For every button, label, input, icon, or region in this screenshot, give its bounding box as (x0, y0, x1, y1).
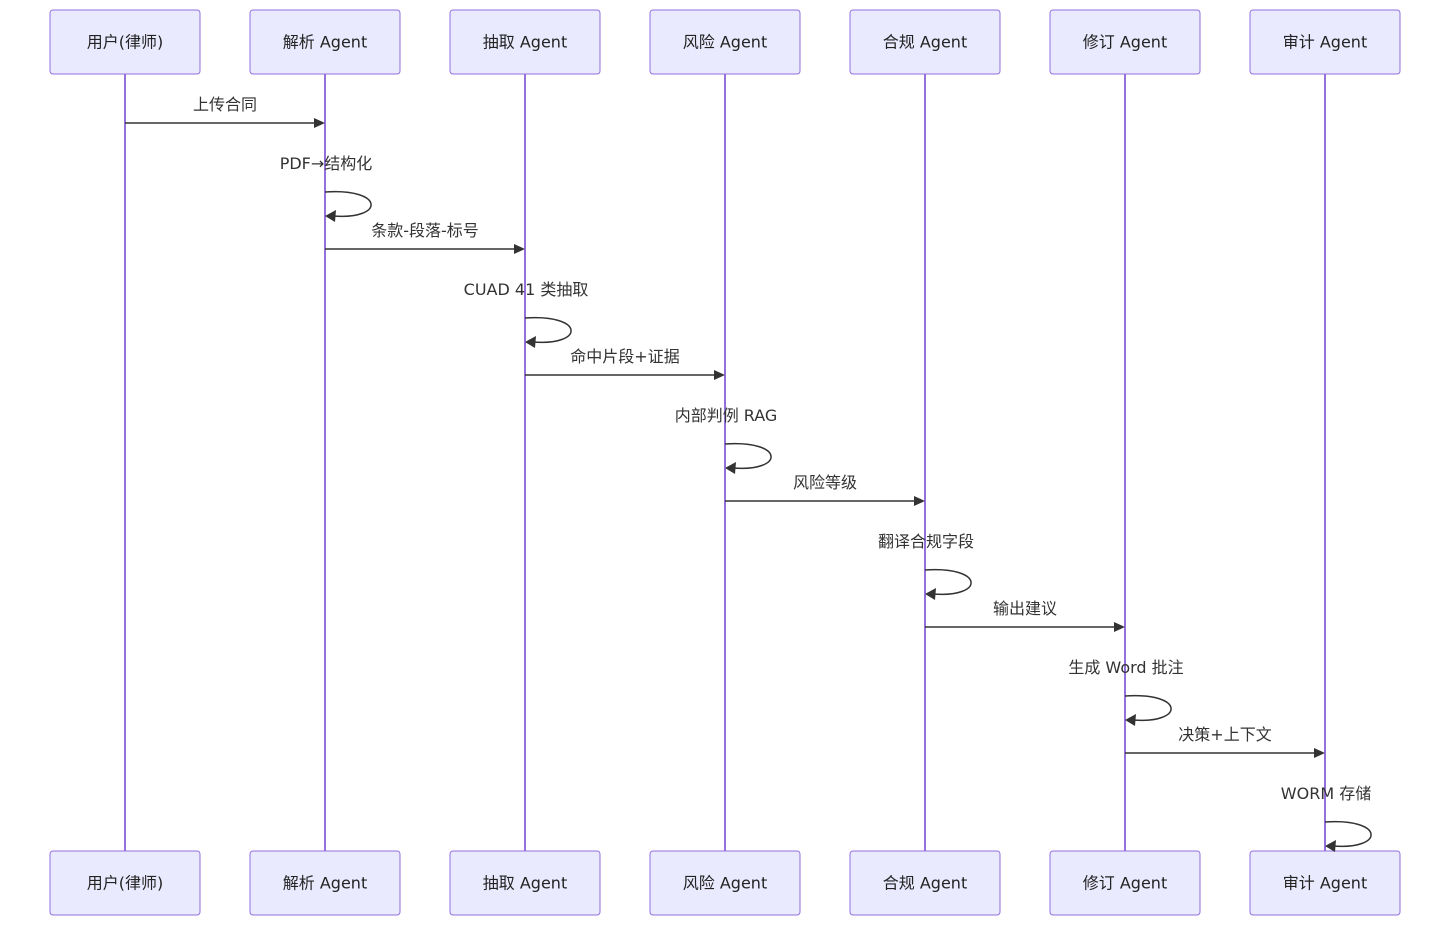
actor-audit-bottom: 审计 Agent (1249, 850, 1401, 916)
actor-label: 抽取 Agent (483, 874, 567, 893)
actor-extract-bottom: 抽取 Agent (449, 850, 601, 916)
message-line (524, 316, 572, 344)
message-label: PDF→结构化 (280, 154, 373, 173)
actor-label: 修订 Agent (1083, 874, 1167, 893)
message-label: 上传合同 (193, 95, 257, 114)
self-message: WORM 存储 (1281, 784, 1372, 852)
self-message: PDF→结构化 (280, 154, 373, 222)
actor-label: 合规 Agent (883, 874, 967, 893)
message-label: 条款-段落-标号 (371, 221, 479, 240)
arrowhead-icon (1125, 714, 1136, 726)
message-label: WORM 存储 (1281, 784, 1371, 803)
message-line (1124, 694, 1172, 722)
arrowhead-icon (914, 496, 925, 506)
actor-box (1049, 850, 1201, 916)
actor-box (249, 850, 401, 916)
actors-bottom: 用户(律师) 解析 Agent 抽取 Agent 风险 Agent 合规 Agent 修订… (49, 850, 1401, 916)
message: 条款-段落-标号 (325, 221, 525, 254)
self-message: CUAD 41 类抽取 (464, 280, 589, 348)
message: 风险等级 (725, 473, 925, 506)
self-message: 内部判例 RAG (675, 406, 778, 474)
message: 决策+上下文 (1125, 725, 1325, 758)
message-label: 风险等级 (793, 473, 857, 492)
actor-box (649, 850, 801, 916)
message: 命中片段+证据 (525, 347, 725, 380)
message-label: 决策+上下文 (1178, 725, 1271, 744)
actor-audit-top: 审计 Agent (1249, 9, 1401, 75)
actor-parse-bottom: 解析 Agent (249, 850, 401, 916)
arrowhead-icon (525, 336, 536, 348)
actor-box (449, 9, 601, 75)
actor-user-top: 用户(律师) (49, 9, 201, 75)
actor-user-bottom: 用户(律师) (49, 850, 201, 916)
actor-risk-top: 风险 Agent (649, 9, 801, 75)
message: 上传合同 (125, 95, 325, 128)
actor-label: 解析 Agent (283, 33, 367, 52)
actor-label: 修订 Agent (1083, 33, 1167, 52)
actor-box (49, 850, 201, 916)
arrowhead-icon (714, 370, 725, 380)
actor-box (449, 850, 601, 916)
actor-label: 审计 Agent (1283, 33, 1367, 52)
actor-box (49, 9, 201, 75)
actor-label: 用户(律师) (87, 874, 164, 893)
actor-label: 解析 Agent (283, 874, 367, 893)
arrowhead-icon (1114, 622, 1125, 632)
message-label: 命中片段+证据 (570, 347, 679, 366)
arrowhead-icon (925, 588, 936, 600)
message-line (1324, 820, 1372, 848)
actors-top: 用户(律师) 解析 Agent 抽取 Agent 风险 Agent 合规 Agent 修订… (49, 9, 1401, 75)
message-label: CUAD 41 类抽取 (464, 280, 589, 299)
message-label: 生成 Word 批注 (1068, 658, 1183, 677)
actor-label: 风险 Agent (683, 874, 767, 893)
message-label: 内部判例 RAG (675, 406, 778, 425)
actor-label: 风险 Agent (683, 33, 767, 52)
message-line (324, 190, 372, 218)
actor-compliance-top: 合规 Agent (849, 9, 1001, 75)
arrowhead-icon (514, 244, 525, 254)
actor-box (849, 850, 1001, 916)
actor-label: 抽取 Agent (483, 33, 567, 52)
actor-box (1249, 9, 1401, 75)
arrowhead-icon (1314, 748, 1325, 758)
actor-compliance-bottom: 合规 Agent (849, 850, 1001, 916)
self-message: 翻译合规字段 (878, 532, 974, 600)
arrowhead-icon (314, 118, 325, 128)
actor-extract-top: 抽取 Agent (449, 9, 601, 75)
actor-box (849, 9, 1001, 75)
actor-box (249, 9, 401, 75)
message-line (724, 442, 772, 470)
arrowhead-icon (325, 210, 336, 222)
message-label: 翻译合规字段 (878, 532, 974, 551)
actor-parse-top: 解析 Agent (249, 9, 401, 75)
actor-revise-top: 修订 Agent (1049, 9, 1201, 75)
message-label: 输出建议 (993, 599, 1057, 618)
message: 输出建议 (925, 599, 1125, 632)
arrowhead-icon (1325, 840, 1336, 852)
message-line (924, 568, 972, 596)
actor-risk-bottom: 风险 Agent (649, 850, 801, 916)
actor-box (1249, 850, 1401, 916)
lifelines (124, 74, 1326, 851)
actor-revise-bottom: 修订 Agent (1049, 850, 1201, 916)
self-message: 生成 Word 批注 (1068, 658, 1184, 726)
actor-label: 用户(律师) (87, 33, 164, 52)
arrowhead-icon (725, 462, 736, 474)
actor-label: 审计 Agent (1283, 874, 1367, 893)
actor-label: 合规 Agent (883, 33, 967, 52)
actor-box (1049, 9, 1201, 75)
actor-box (649, 9, 801, 75)
